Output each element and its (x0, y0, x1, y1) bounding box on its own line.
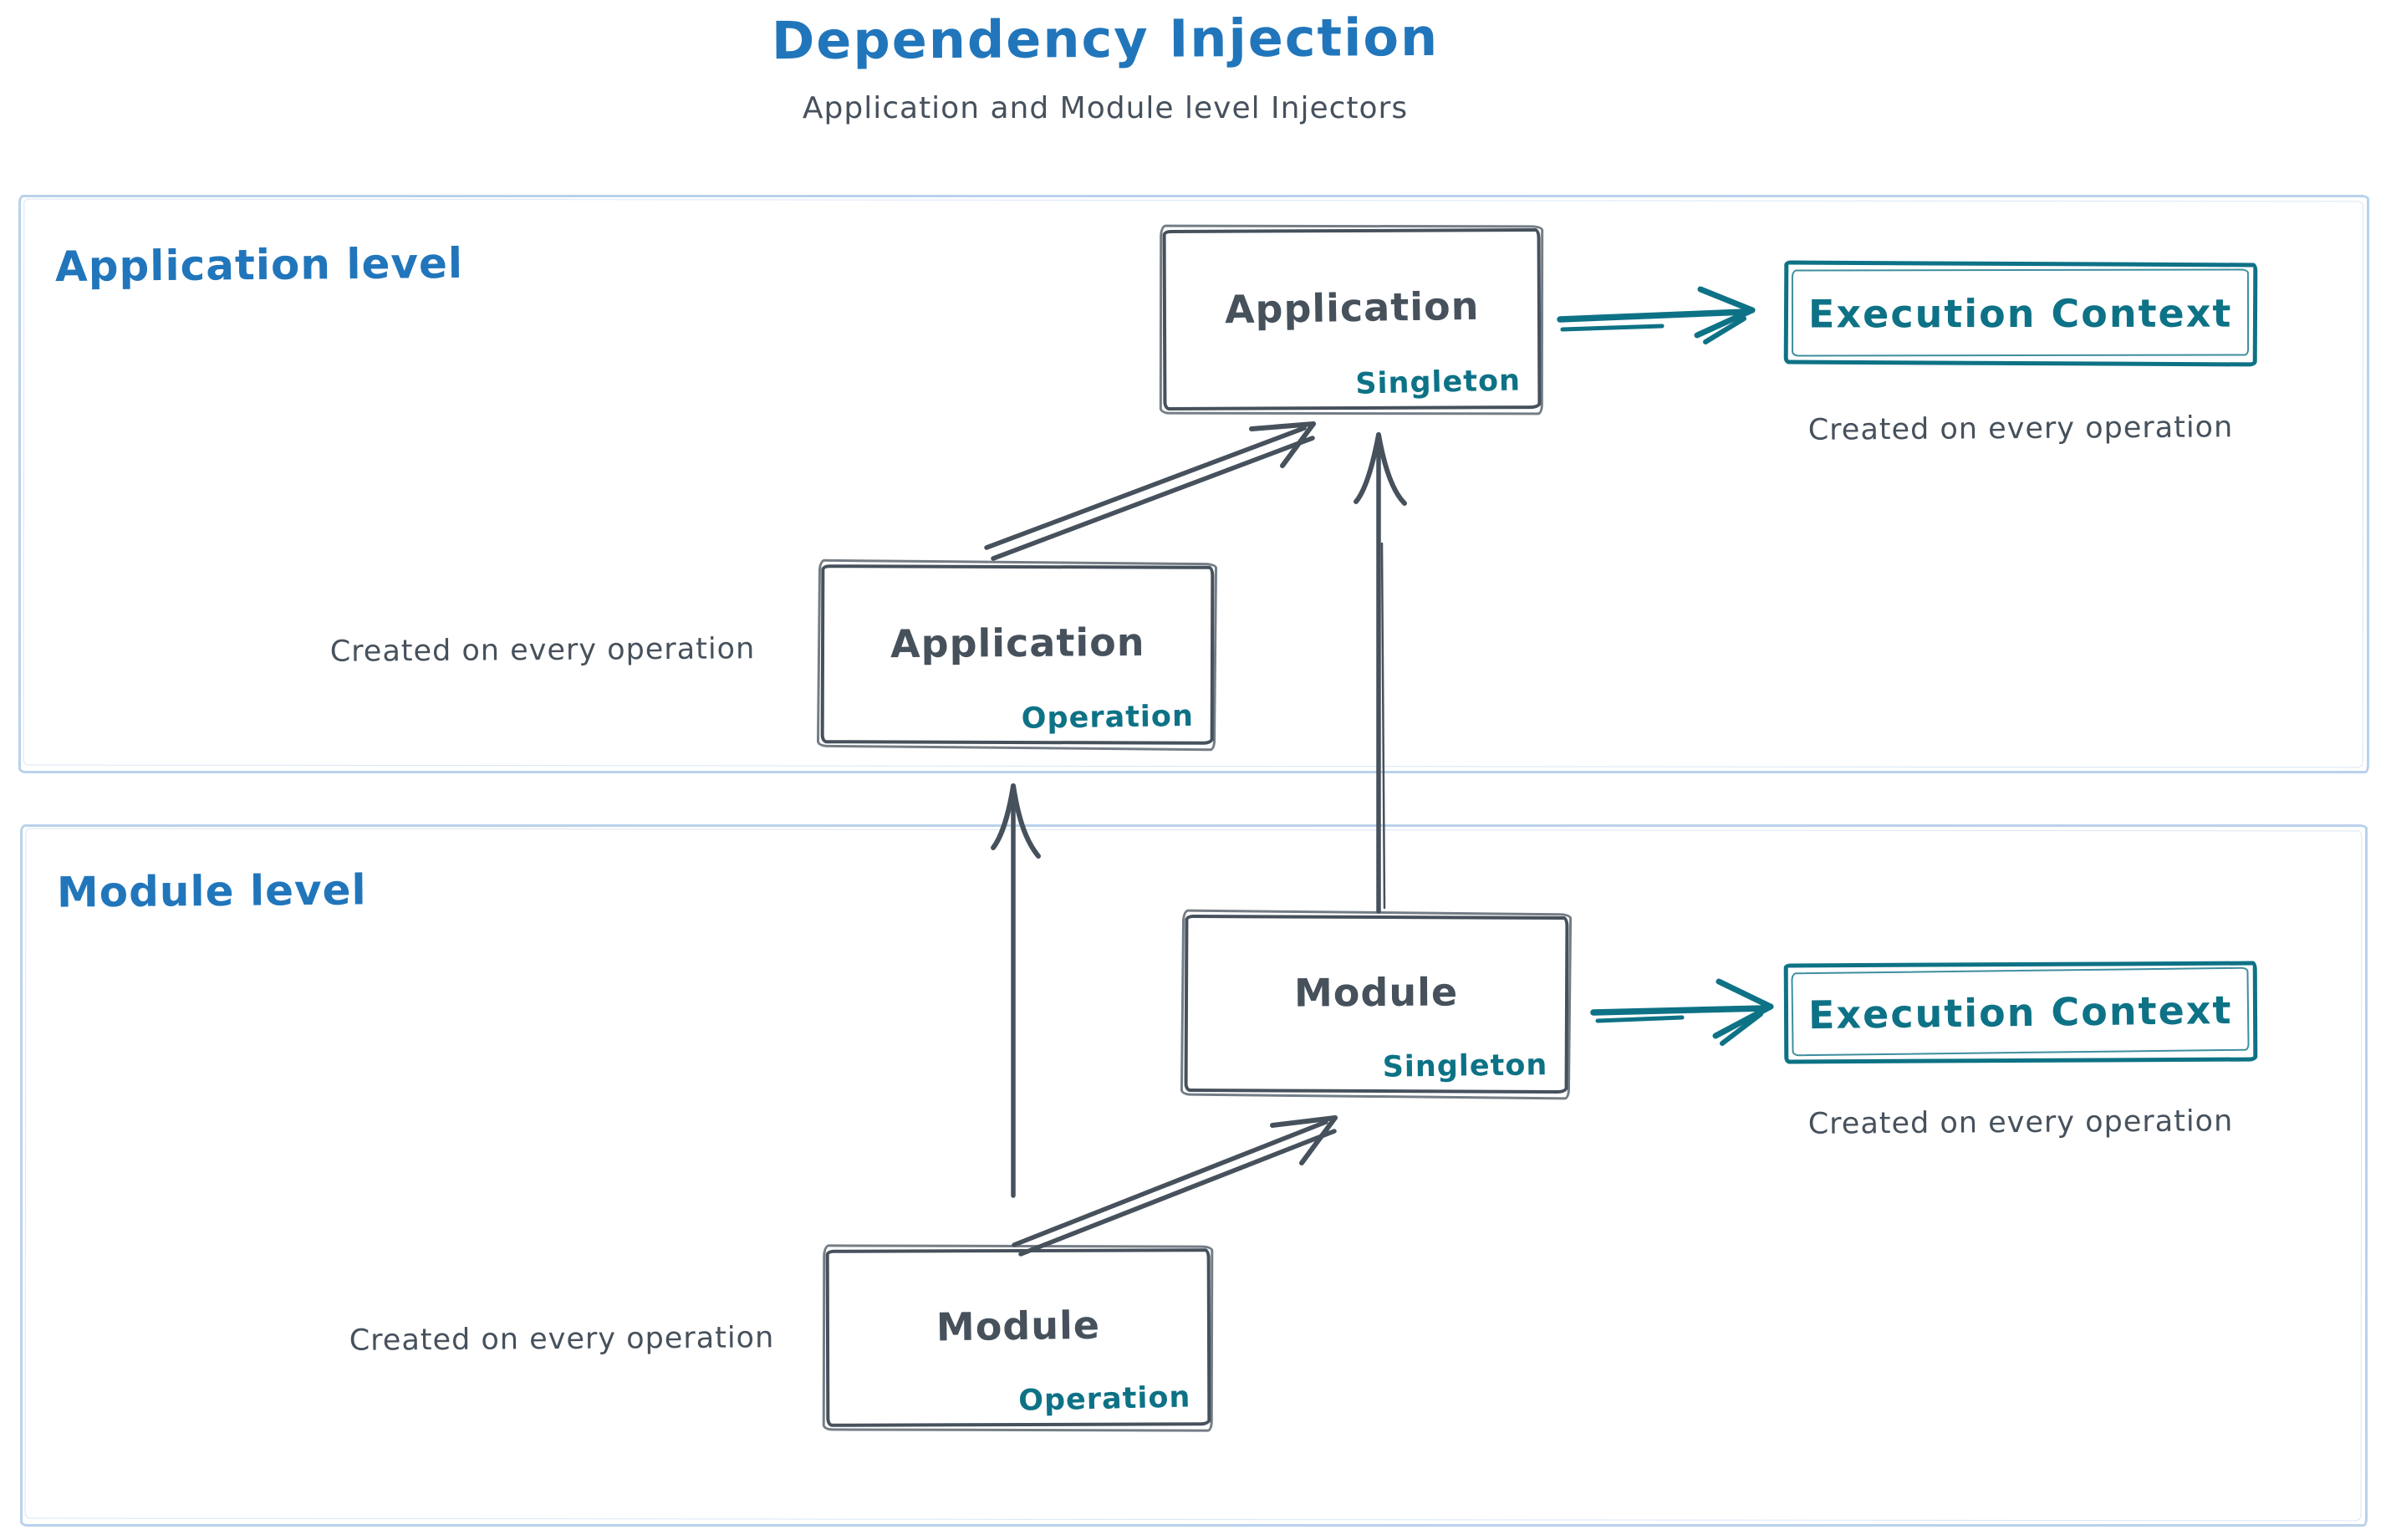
module-operation-caption: Created on every operation (349, 1321, 775, 1358)
application-operation-caption: Created on every operation (329, 632, 756, 669)
diagram-header: Dependency Injection Application and Mod… (0, 7, 2210, 125)
application-level-container: Application level (18, 195, 2369, 773)
module-execution-context-box: Execution Context (1783, 961, 2258, 1064)
module-execution-context-label: Execution Context (1807, 987, 2233, 1038)
application-execution-context-label: Execution Context (1808, 290, 2233, 337)
application-singleton-title: Application (1224, 283, 1480, 333)
application-execution-context-caption: Created on every operation (1807, 410, 2234, 447)
application-operation-box: Application Operation (820, 564, 1215, 745)
module-singleton-scope: Singleton (1382, 1048, 1548, 1084)
module-level-container: Module level (20, 824, 2368, 1527)
module-operation-title: Module (936, 1302, 1101, 1350)
module-execution-context-caption: Created on every operation (1807, 1104, 2234, 1141)
application-singleton-scope: Singleton (1355, 364, 1522, 401)
module-level-label: Module level (56, 865, 367, 917)
module-operation-scope: Operation (1017, 1380, 1191, 1418)
application-operation-title: Application (890, 619, 1145, 667)
application-execution-context-box: Execution Context (1783, 260, 2258, 367)
page-subtitle: Application and Module level Injectors (802, 91, 1409, 125)
module-singleton-box: Module Singleton (1184, 914, 1569, 1094)
application-operation-scope: Operation (1021, 699, 1195, 736)
module-singleton-title: Module (1294, 969, 1459, 1016)
application-level-label: Application level (54, 238, 464, 292)
page-title: Dependency Injection (771, 6, 1440, 72)
module-operation-box: Module Operation (825, 1248, 1211, 1427)
application-singleton-box: Application Singleton (1162, 228, 1542, 410)
